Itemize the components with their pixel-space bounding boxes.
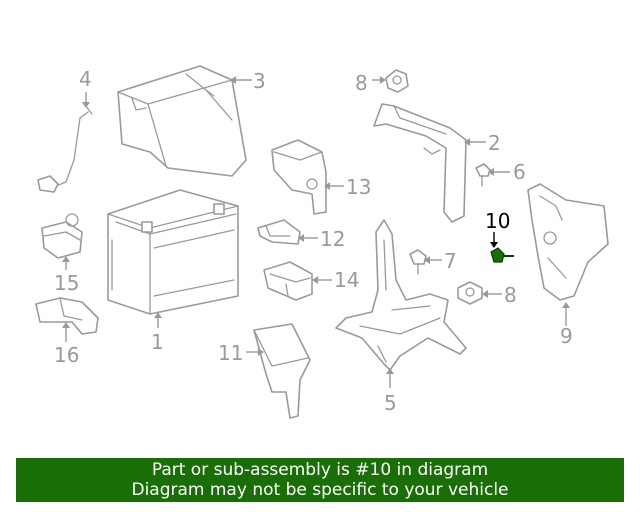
callout-4: 4 [79,67,92,91]
part-2-holddown [373,103,467,223]
callout-10: 10 [485,209,510,233]
callout-14: 14 [334,268,359,292]
leader-lines [62,76,570,388]
callout-1: 1 [151,330,164,354]
callout-12: 12 [320,227,345,251]
callout-13: 13 [346,175,371,199]
part-7-bolt [409,249,427,275]
part-1-battery [107,189,239,315]
part-5-tray [335,219,467,371]
part-8-nut-top [385,69,409,93]
callout-3: 3 [253,69,266,93]
callout-2: 2 [488,131,501,155]
banner-line-1: Part or sub-assembly is #10 in diagram [151,460,489,480]
callout-11: 11 [218,341,243,365]
callout-16: 16 [54,343,79,367]
callout-7: 7 [444,249,457,273]
callout-9: 9 [560,324,573,348]
part-12-clip [257,219,301,245]
part-6-bolt [475,163,491,187]
banner-line-2: Diagram may not be specific to your vehi… [131,480,509,500]
part-9-shield [527,183,609,301]
callout-labels: 4 3 8 2 6 13 10 12 7 15 14 8 9 16 1 11 5 [54,67,573,415]
part-3-battery-cover [117,65,247,177]
part-14-holder [263,261,313,301]
part-8-nut-lower [457,281,483,305]
part-15-sensor [41,213,83,259]
info-banner: Part or sub-assembly is #10 in diagram D… [16,458,624,502]
callout-5: 5 [384,391,397,415]
part-16-bracket [35,297,99,335]
callout-15: 15 [54,271,79,295]
part-11-duct [253,323,311,419]
part-4-cable [37,103,93,193]
part-10-bolt [490,247,514,263]
callout-8-lower: 8 [504,283,517,307]
callout-6: 6 [513,160,526,184]
part-13-bracket [271,139,327,215]
callout-8-top: 8 [355,71,368,95]
